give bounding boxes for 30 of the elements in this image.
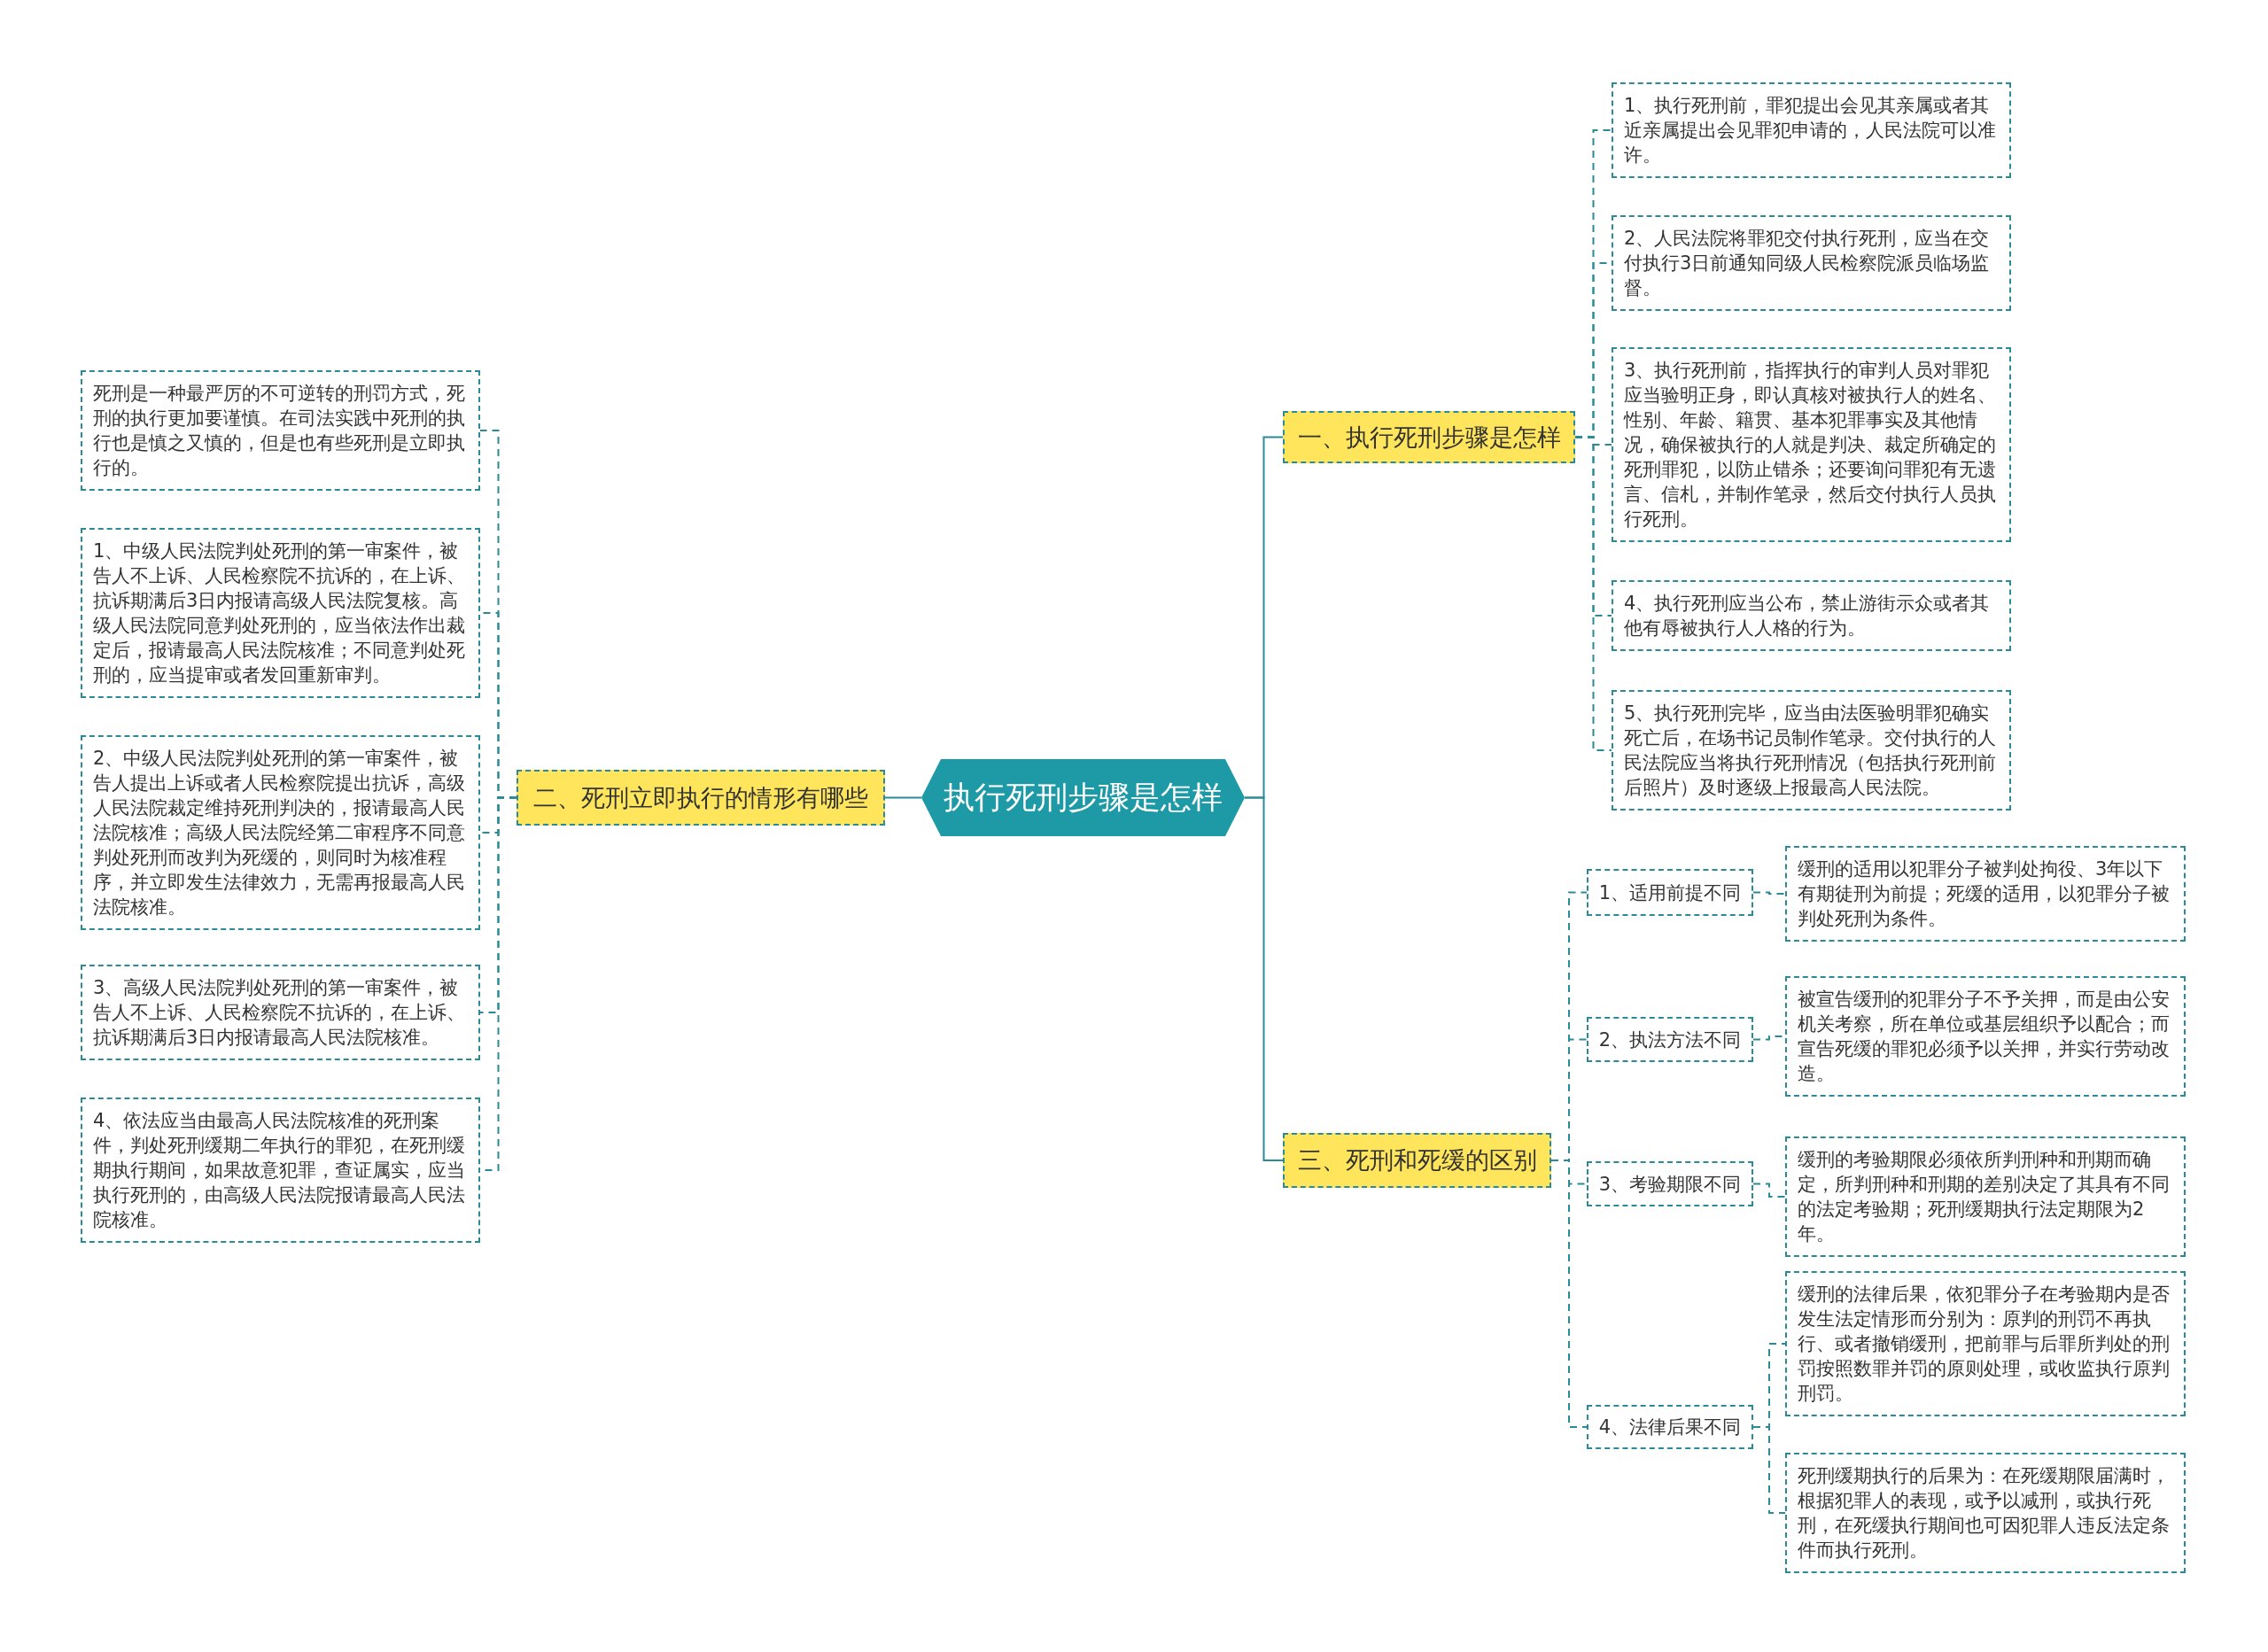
connector-line bbox=[1550, 1160, 1588, 1428]
topic-box: 二、死刑立即执行的情形有哪些 bbox=[517, 770, 885, 826]
connector-line bbox=[1752, 1426, 1786, 1514]
text-box: 缓刑的考验期限必须依所判刑种和刑期而确定，所判刑种和刑期的差别决定了其具有不同的法定考验期；死刑缓期执行法定期限为2年。 bbox=[1785, 1136, 2186, 1257]
connector-line bbox=[1574, 436, 1612, 751]
subtopic-box: 2、执法方法不同 bbox=[1587, 1017, 1753, 1062]
text-box: 3、高级人民法院判处死刑的第一审案件，被告人不上诉、人民检察院不抗诉的，在上诉、抗诉期满后3日内报请最高人民法院核准。 bbox=[81, 965, 480, 1060]
text-box: 4、执行死刑应当公布，禁止游街示众或者其他有辱被执行人人格的行为。 bbox=[1612, 580, 2011, 651]
subtopic-box: 3、考验期限不同 bbox=[1587, 1161, 1753, 1206]
text-box: 缓刑的适用以犯罪分子被判处拘役、3年以下有期徒刑为前提；死缓的适用，以犯罪分子被判处死刑为条件。 bbox=[1785, 846, 2186, 942]
text-box: 1、中级人民法院判处死刑的第一审案件，被告人不上诉、人民检察院不抗诉的，在上诉、抗诉期满后3日内报请高级人民法院复核。高级人民法院同意判处死刑的，应当依法作出裁定后，报请最高人民法院核准；不同意判处死刑的，应当提审或者发回重新审判。 bbox=[81, 528, 480, 698]
topic-box: 三、死刑和死缓的区别 bbox=[1283, 1133, 1551, 1188]
text-box: 3、执行死刑前，指挥执行的审判人员对罪犯应当验明正身，即认真核对被执行人的姓名、性别、年龄、籍贯、基本犯罪事实及其他情况，确保被执行的人就是判决、裁定所确定的死刑罪犯，以防止错杀；还要询问罪犯有无遗言、信札，并制作笔录，然后交付执行人员执行死刑。 bbox=[1612, 347, 2011, 542]
text-box: 4、依法应当由最高人民法院核准的死刑案件，判处死刑缓期二年执行的罪犯，在死刑缓期执行期间，如果故意犯罪，查证属实，应当执行死刑的，由高级人民法院报请最高人民法院核准。 bbox=[81, 1097, 480, 1243]
text-box: 被宣告缓刑的犯罪分子不予关押，而是由公安机关考察，所在单位或基层组织予以配合；而宣告死缓的罪犯必须予以关押，并实行劳动改造。 bbox=[1785, 976, 2186, 1097]
subtopic-box: 1、适用前提不同 bbox=[1587, 869, 1753, 916]
text-box: 1、执行死刑前，罪犯提出会见其亲属或者其近亲属提出会见罪犯申请的，人民法院可以准许。 bbox=[1612, 82, 2011, 178]
text-box: 2、人民法院将罪犯交付执行死刑，应当在交付执行3日前通知同级人民检察院派员临场监督。 bbox=[1612, 215, 2011, 311]
central-topic-hexagon: 执行死刑步骤是怎样 bbox=[921, 759, 1245, 836]
text-box: 死刑缓期执行的后果为：在死缓期限届满时，根据犯罪人的表现，或予以减刑，或执行死刑，在死缓执行期间也可因犯罪人违反法定条件而执行死刑。 bbox=[1785, 1453, 2186, 1573]
text-box: 2、中级人民法院判处死刑的第一审案件，被告人提出上诉或者人民检察院提出抗诉，高级人民法院裁定维持死刑判决的，报请最高人民法院核准；高级人民法院经第二审程序不同意判处死刑而改判为死缓的，则同时为核准程序，并立即发生法律效力，无需再报最高人民法院核准。 bbox=[81, 735, 480, 930]
connector-line bbox=[1752, 891, 1786, 895]
subtopic-box: 4、法律后果不同 bbox=[1587, 1405, 1753, 1449]
connector-line bbox=[884, 796, 922, 799]
text-box: 5、执行死刑完毕，应当由法医验明罪犯确实死亡后，在场书记员制作笔录。交付执行的人民法院应当将执行死刑情况（包括执行死刑前后照片）及时逐级上报最高人民法院。 bbox=[1612, 690, 2011, 810]
text-box: 死刑是一种最严厉的不可逆转的刑罚方式，死刑的执行更加要谨慎。在司法实践中死刑的执行也是慎之又慎的，但是也有些死刑是立即执行的。 bbox=[81, 370, 480, 491]
topic-box: 一、执行死刑步骤是怎样 bbox=[1283, 411, 1575, 463]
connector-line bbox=[1752, 1183, 1786, 1198]
text-box: 缓刑的法律后果，依犯罪分子在考验期内是否发生法定情形而分别为：原判的刑罚不再执行、或者撤销缓刑，把前罪与后罪所判处的刑罚按照数罪并罚的原则处理，或收监执行原判刑罚。 bbox=[1785, 1271, 2186, 1416]
connector-line bbox=[1244, 796, 1284, 1161]
